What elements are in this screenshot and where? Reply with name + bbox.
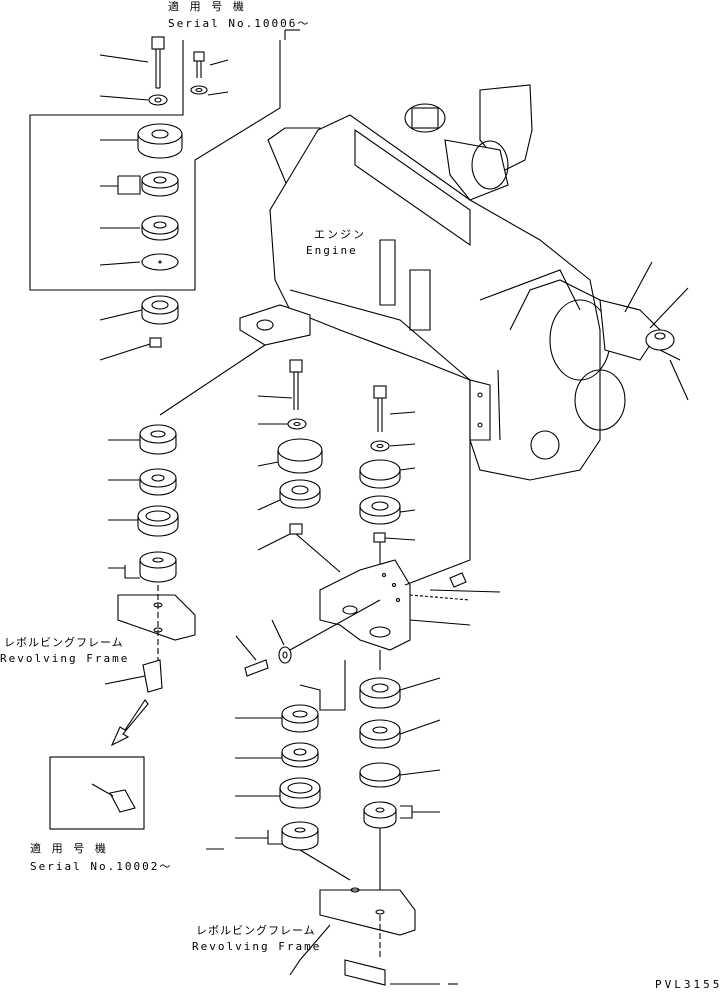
top-serial-label: Serial No.10006～ [168,17,311,30]
bottom-serial-label: Serial No.10002～ [30,860,173,873]
engine-label: Engine [306,244,358,257]
drawing-code: PVL3155 [655,978,723,991]
revolving-frame-jp-label-left: レボルビングフレーム [4,636,124,649]
mount-stack-center [206,359,501,986]
mount-stack-middle-left [104,424,196,747]
top-serial-jp-label: 適 用 号 機 [168,0,246,13]
serial-inset-bottom [49,756,145,830]
revolving-frame-label-left: Revolving Frame [0,652,130,665]
engine-illustration [159,84,689,481]
engine-jp-label: エンジン [314,228,366,241]
serial-callout-top [29,29,300,291]
bottom-serial-jp-label: 適 用 号 機 [30,842,108,855]
revolving-frame-jp-label-bottom: レボルビングフレーム [196,924,316,937]
revolving-frame-label-bottom: Revolving Frame [192,940,322,953]
mount-stack-top-left [99,36,229,361]
